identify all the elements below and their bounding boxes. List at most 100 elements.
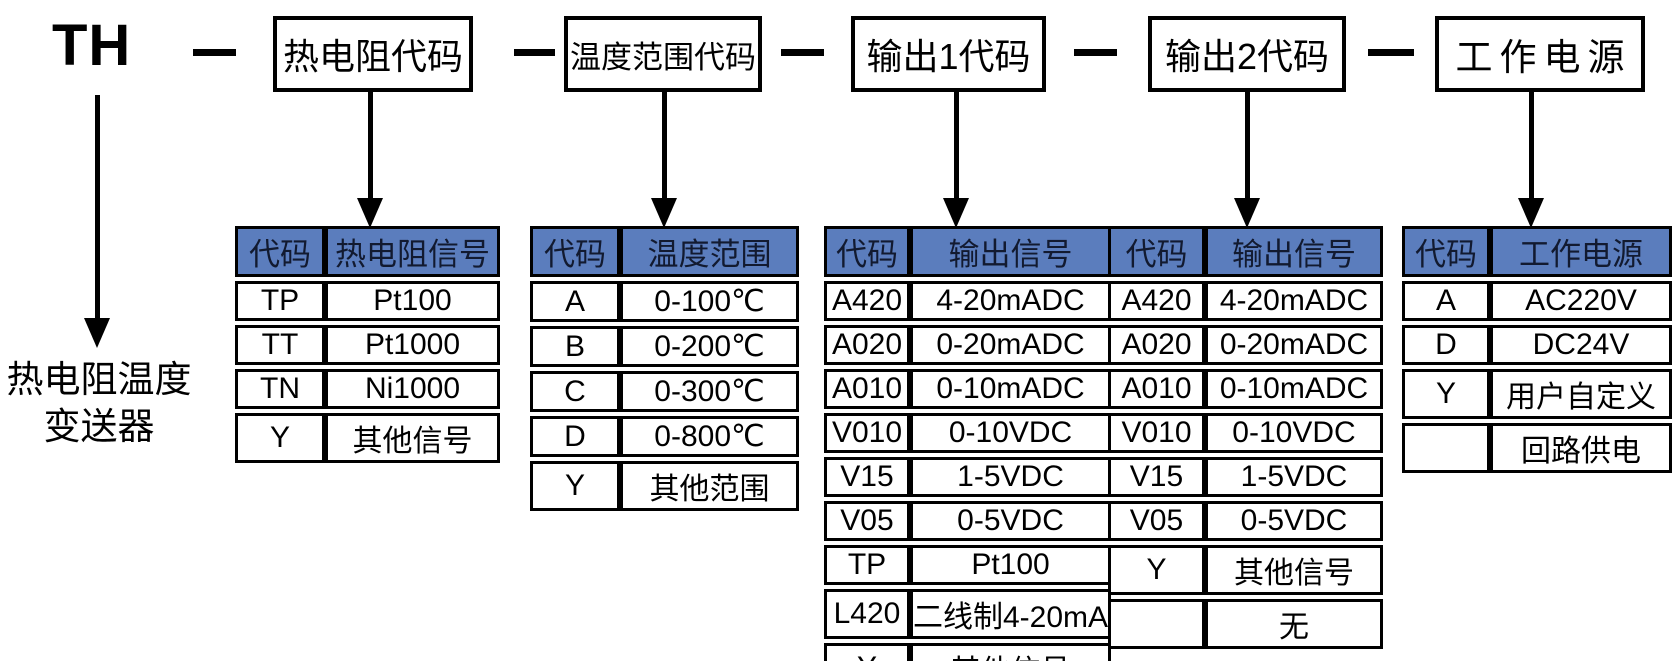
down-arrow-icon bbox=[651, 90, 677, 228]
value-cell: 1-5VDC bbox=[1205, 457, 1383, 497]
table-row: 无 bbox=[1108, 599, 1383, 649]
arrow-stem bbox=[95, 95, 100, 322]
code-cell: V15 bbox=[824, 457, 910, 497]
code-cell: A bbox=[530, 281, 620, 322]
column-header: 输出信号 bbox=[1205, 226, 1383, 277]
code-cell: A420 bbox=[824, 281, 910, 321]
code-cell: V05 bbox=[1108, 501, 1205, 541]
code-cell: A420 bbox=[1108, 281, 1205, 321]
code-box-rtd: 热电阻代码 bbox=[273, 16, 473, 92]
value-cell: 0-200℃ bbox=[620, 326, 799, 367]
value-cell: 0-20mADC bbox=[1205, 325, 1383, 365]
code-cell: B bbox=[530, 326, 620, 367]
value-cell: 0-10mADC bbox=[910, 369, 1112, 409]
code-cell: A bbox=[1402, 281, 1490, 321]
code-cell: A020 bbox=[824, 325, 910, 365]
code-cell: D bbox=[530, 416, 620, 457]
column-header: 代码 bbox=[1108, 226, 1205, 277]
code-box-label: 工作电源 bbox=[1455, 37, 1632, 78]
arrow-head bbox=[84, 318, 110, 348]
product-name-label: 热电阻温度 变送器 bbox=[0, 356, 198, 450]
code-box-power: 工作电源 bbox=[1435, 16, 1645, 92]
code-cell: A010 bbox=[1108, 369, 1205, 409]
down-arrow-icon bbox=[943, 90, 969, 228]
dash-connector bbox=[193, 49, 236, 56]
column-header: 热电阻信号 bbox=[325, 226, 500, 277]
arrow-stem bbox=[954, 90, 959, 202]
value-cell: 0-10VDC bbox=[1205, 413, 1383, 453]
product-name-line1: 热电阻温度 bbox=[6, 359, 192, 400]
code-cell: C bbox=[530, 371, 620, 412]
header-row: 代码输出信号 bbox=[1108, 226, 1383, 277]
code-box-temp-range: 温度范围代码 bbox=[564, 16, 762, 92]
down-arrow-icon bbox=[1234, 90, 1260, 228]
code-cell: TT bbox=[235, 325, 325, 365]
code-cell bbox=[1402, 423, 1490, 473]
code-cell: V010 bbox=[824, 413, 910, 453]
value-cell: 0-10VDC bbox=[910, 413, 1112, 453]
column-header: 代码 bbox=[530, 226, 620, 277]
arrow-head bbox=[943, 198, 969, 228]
dash-connector bbox=[514, 49, 555, 56]
value-cell: 0-5VDC bbox=[910, 501, 1112, 541]
column-header: 工作电源 bbox=[1490, 226, 1672, 277]
arrow-stem bbox=[368, 90, 373, 202]
code-cell: Y bbox=[235, 413, 325, 463]
code-cell: D bbox=[1402, 325, 1490, 365]
arrow-head bbox=[357, 198, 383, 228]
column-header: 输出信号 bbox=[910, 226, 1112, 277]
value-cell: 回路供电 bbox=[1490, 423, 1672, 473]
code-cell: Y bbox=[1402, 369, 1490, 419]
header-row: 代码温度范围 bbox=[530, 226, 799, 277]
code-cell: A010 bbox=[824, 369, 910, 409]
code-cell: L420 bbox=[824, 589, 910, 639]
code-cell: Y bbox=[824, 643, 910, 661]
value-cell: 其他范围 bbox=[620, 461, 799, 511]
code-box-output1: 输出1代码 bbox=[851, 16, 1046, 92]
down-arrow-icon bbox=[1518, 90, 1544, 228]
code-cell: V05 bbox=[824, 501, 910, 541]
header-row: 代码输出信号 bbox=[824, 226, 1112, 277]
model-prefix: TH bbox=[52, 13, 132, 78]
value-cell: DC24V bbox=[1490, 325, 1672, 365]
value-cell: Pt100 bbox=[910, 545, 1112, 585]
value-cell: Pt100 bbox=[325, 281, 500, 321]
value-cell: 0-800℃ bbox=[620, 416, 799, 457]
value-cell: 用户自定义 bbox=[1490, 369, 1672, 419]
header-row: 代码工作电源 bbox=[1402, 226, 1672, 277]
value-cell: 4-20mADC bbox=[910, 281, 1112, 321]
value-cell: 0-300℃ bbox=[620, 371, 799, 412]
code-box-label: 输出2代码 bbox=[1164, 36, 1330, 77]
code-cell: TP bbox=[824, 545, 910, 585]
code-box-output2: 输出2代码 bbox=[1148, 16, 1346, 92]
arrow-head bbox=[651, 198, 677, 228]
value-cell: Ni1000 bbox=[325, 369, 500, 409]
code-cell: V010 bbox=[1108, 413, 1205, 453]
